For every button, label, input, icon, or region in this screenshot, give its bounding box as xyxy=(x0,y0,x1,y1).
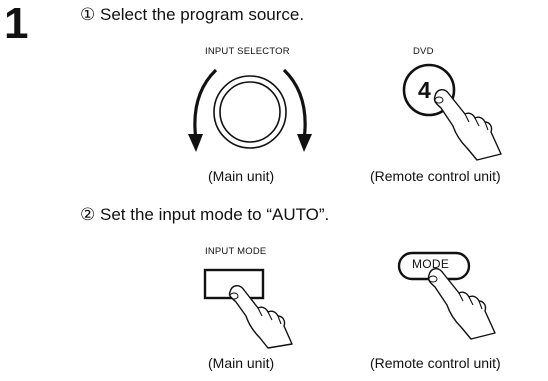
step-number: 1 xyxy=(4,0,29,48)
main-unit-caption-2: (Main unit) xyxy=(208,355,275,371)
input-selector-knob-icon xyxy=(188,68,312,152)
remote-unit-caption-2: (Remote control unit) xyxy=(370,355,501,371)
remote-dvd-button-number: 4 xyxy=(418,77,431,103)
main-unit-caption-1: (Main unit) xyxy=(208,168,275,184)
input-mode-button-icon xyxy=(203,268,293,349)
remote-mode-button-label: MODE xyxy=(412,257,450,271)
instruction-2-text: Set the input mode to “AUTO”. xyxy=(99,205,330,224)
instruction-1-text: Select the program source. xyxy=(99,5,305,24)
dvd-label: DVD xyxy=(413,46,434,57)
instruction-1-marker: ① xyxy=(80,5,96,24)
input-mode-label: INPUT MODE xyxy=(205,246,267,257)
remote-mode-button-icon xyxy=(397,251,496,340)
remote-dvd-button-icon xyxy=(402,63,502,161)
input-selector-label: INPUT SELECTOR xyxy=(205,46,290,57)
remote-unit-caption-1: (Remote control unit) xyxy=(370,168,501,184)
instruction-2: ② Set the input mode to “AUTO”. xyxy=(80,205,329,225)
instruction-1: ① Select the program source. xyxy=(80,5,304,25)
instruction-2-marker: ② xyxy=(80,205,96,224)
